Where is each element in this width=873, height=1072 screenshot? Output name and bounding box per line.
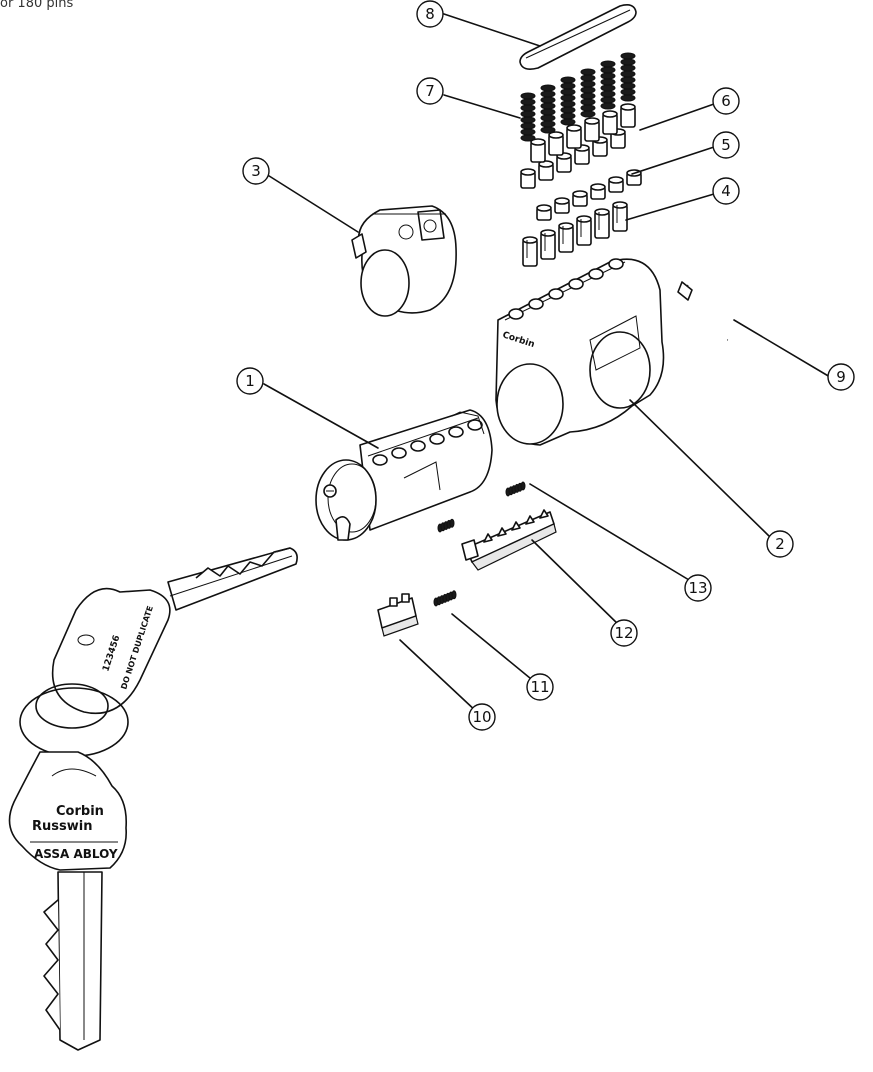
brand-line-1: Corbin <box>56 804 104 819</box>
part-7-springs <box>520 52 636 142</box>
callout-1: 1 <box>236 367 264 395</box>
part-4-bottom-pins <box>522 169 642 267</box>
part-13-small-spring <box>505 481 526 497</box>
part-10-clip <box>377 593 419 637</box>
callout-6: 6 <box>712 87 740 115</box>
callout-label-5: 5 <box>721 136 731 154</box>
part-3-collar <box>351 205 457 317</box>
callout-label-1: 1 <box>245 372 255 390</box>
callout-label-4: 4 <box>721 182 731 200</box>
part-1-plug <box>315 409 493 541</box>
callout-3: 3 <box>242 157 270 185</box>
part-spring-small <box>437 518 455 533</box>
callout-label-2: 2 <box>775 535 785 553</box>
part-9-ring <box>677 268 759 342</box>
part-5-driver-pins <box>530 103 636 163</box>
upper-key: 123456 DO NOT DUPLICATE <box>51 547 298 714</box>
callout-label-10: 10 <box>472 708 491 726</box>
part-11-spring <box>433 590 457 607</box>
callout-9: 9 <box>827 363 855 391</box>
callout-label-7: 7 <box>425 82 435 100</box>
leader-lines <box>263 13 831 714</box>
callout-label-11: 11 <box>530 678 549 696</box>
caption-text: or 180 pins <box>0 0 74 11</box>
part-2-housing: Corbin <box>495 258 665 446</box>
callout-5: 5 <box>712 131 740 159</box>
brand-line-2: Russwin <box>32 819 92 834</box>
callout-label-3: 3 <box>251 162 261 180</box>
callout-13: 13 <box>684 574 712 602</box>
callout-label-12: 12 <box>614 624 633 642</box>
callout-8: 8 <box>416 0 444 28</box>
callout-4: 4 <box>712 177 740 205</box>
callout-12: 12 <box>610 619 638 647</box>
part-8-bar <box>519 4 637 70</box>
part-12-control-lug <box>461 509 557 571</box>
callout-label-13: 13 <box>688 579 707 597</box>
callout-11: 11 <box>526 673 554 701</box>
lower-key: Corbin Russwin ASSA ABLOY <box>8 751 128 1051</box>
callout-7: 7 <box>416 77 444 105</box>
callout-label-6: 6 <box>721 92 731 110</box>
callout-2: 2 <box>766 530 794 558</box>
callout-10: 10 <box>468 703 496 731</box>
callout-label-8: 8 <box>425 5 435 23</box>
callout-label-9: 9 <box>836 368 846 386</box>
brand-line-3: ASSA ABLOY <box>34 847 118 861</box>
